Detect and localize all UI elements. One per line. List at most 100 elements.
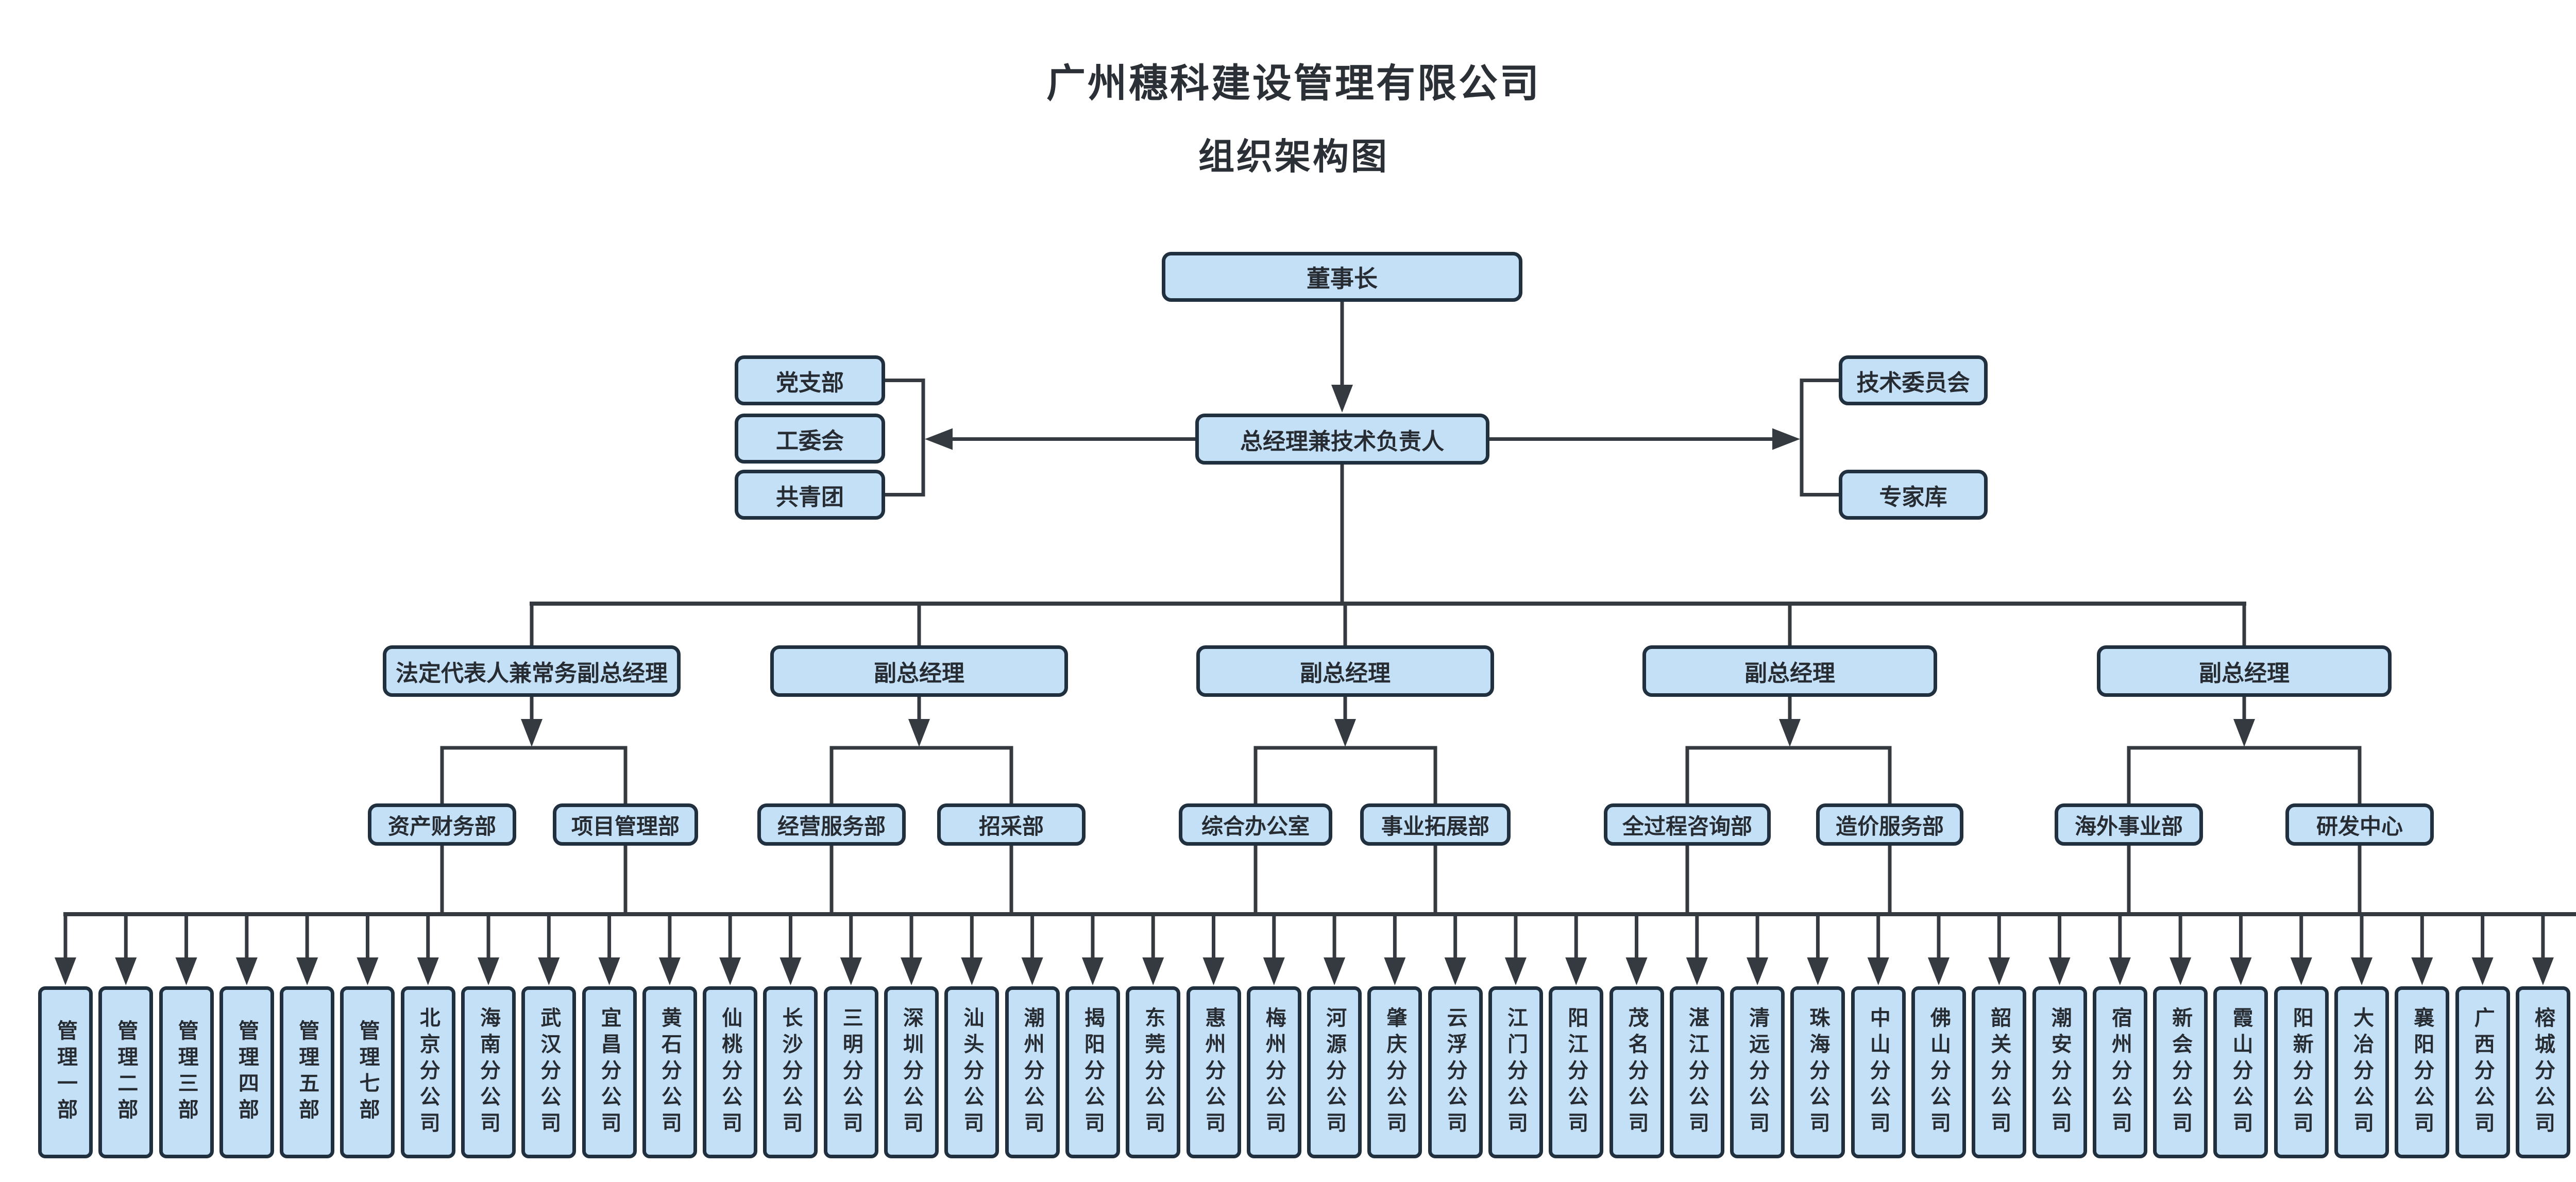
node-unit-26-label: 茂名分公司 — [1625, 1006, 1648, 1138]
node-unit-39-label: 襄阳分公司 — [2411, 1006, 2434, 1138]
node-dept-0: 资产财务部 — [368, 803, 516, 846]
node-general-manager-label: 总经理兼技术负责人 — [1240, 429, 1444, 454]
node-unit-1: 管理二部 — [98, 986, 154, 1158]
node-unit-3-label: 管理四部 — [235, 1020, 258, 1125]
node-left-group-0-label: 党支部 — [776, 370, 844, 396]
node-unit-40: 广西分公司 — [2455, 986, 2510, 1158]
node-branch-1-label: 副总经理 — [874, 661, 964, 686]
node-unit-19-label: 惠州分公司 — [1202, 1006, 1225, 1138]
arrow-down-icon — [2170, 957, 2192, 985]
node-unit-19: 惠州分公司 — [1186, 986, 1241, 1158]
arrow-down-icon — [719, 957, 741, 985]
arrow-down-icon — [296, 957, 318, 985]
node-unit-17-label: 揭阳分公司 — [1081, 1006, 1104, 1138]
node-general-manager: 总经理兼技术负责人 — [1195, 414, 1489, 465]
node-unit-4-label: 管理五部 — [296, 1020, 319, 1125]
node-unit-25: 阳江分公司 — [1549, 986, 1604, 1158]
node-unit-41: 榕城分公司 — [2515, 986, 2570, 1158]
node-unit-23: 云浮分公司 — [1428, 986, 1483, 1158]
node-unit-37-label: 阳新分公司 — [2290, 1006, 2313, 1138]
node-dept-4-label: 综合办公室 — [1201, 814, 1310, 838]
node-unit-13-label: 三明分公司 — [839, 1006, 862, 1138]
node-unit-11: 仙桃分公司 — [703, 986, 758, 1158]
node-dept-5-label: 事业拓展部 — [1381, 814, 1489, 838]
arrow-down-icon — [1504, 957, 1527, 985]
node-unit-39: 襄阳分公司 — [2395, 986, 2450, 1158]
arrow-down-icon — [901, 957, 923, 985]
node-left-group-0: 党支部 — [735, 355, 885, 405]
node-unit-33: 潮安分公司 — [2032, 986, 2087, 1158]
node-branch-3: 副总经理 — [1642, 645, 1937, 697]
node-left-group-2-label: 共青团 — [776, 484, 844, 510]
node-unit-28-label: 清远分公司 — [1746, 1006, 1769, 1138]
arrow-down-icon — [2532, 957, 2554, 985]
node-unit-41-label: 榕城分公司 — [2531, 1006, 2554, 1138]
node-unit-16: 潮州分公司 — [1005, 986, 1060, 1158]
arrow-down-icon — [1747, 957, 1769, 985]
arrow-down-icon — [908, 719, 930, 747]
node-unit-32: 韶关分公司 — [1972, 986, 2027, 1158]
node-dept-6: 全过程咨询部 — [1604, 803, 1771, 846]
node-unit-2-label: 管理三部 — [175, 1020, 198, 1125]
arrow-down-icon — [538, 957, 560, 985]
node-unit-10-label: 黄石分公司 — [658, 1006, 681, 1138]
node-left-group-2: 共青团 — [735, 470, 885, 520]
arrow-down-icon — [175, 957, 197, 985]
node-branch-3-label: 副总经理 — [1744, 661, 1835, 686]
node-unit-27-label: 湛江分公司 — [1685, 1006, 1708, 1138]
node-dept-1-label: 项目管理部 — [571, 814, 680, 838]
node-chairman-label: 董事长 — [1307, 265, 1378, 292]
node-unit-17: 揭阳分公司 — [1065, 986, 1120, 1158]
node-unit-30: 中山分公司 — [1851, 986, 1906, 1158]
arrow-down-icon — [357, 957, 379, 985]
node-dept-2-label: 经营服务部 — [777, 814, 886, 838]
arrow-down-icon — [1081, 957, 1104, 985]
node-dept-8-label: 海外事业部 — [2074, 814, 2183, 838]
arrow-down-icon — [1021, 957, 1043, 985]
arrow-down-icon — [235, 957, 258, 985]
arrow-down-icon — [2351, 957, 2373, 985]
node-unit-34-label: 宿州分公司 — [2108, 1006, 2131, 1138]
arrow-down-icon — [55, 957, 76, 985]
node-unit-9: 宜昌分公司 — [582, 986, 637, 1158]
arrow-down-icon — [1444, 957, 1466, 985]
arrow-down-icon — [417, 957, 439, 985]
node-branch-4: 副总经理 — [2097, 645, 2392, 697]
node-right-group-0: 技术委员会 — [1839, 355, 1988, 405]
node-unit-20: 梅州分公司 — [1246, 986, 1301, 1158]
arrow-down-icon — [1625, 957, 1648, 985]
node-left-group-1-label: 工委会 — [776, 428, 844, 454]
arrow-down-icon — [598, 957, 620, 985]
arrow-down-icon — [1686, 957, 1708, 985]
arrow-down-icon — [2411, 957, 2433, 985]
node-dept-2: 经营服务部 — [757, 803, 906, 846]
node-unit-32-label: 韶关分公司 — [1988, 1006, 2011, 1138]
arrow-down-icon — [1263, 957, 1285, 985]
node-unit-0: 管理一部 — [38, 986, 93, 1158]
arrow-down-icon — [115, 957, 137, 985]
company-title: 广州穗科建设管理有限公司 — [1046, 62, 1541, 106]
node-dept-3: 招采部 — [937, 803, 1086, 846]
node-branch-2: 副总经理 — [1196, 645, 1494, 697]
arrow-down-icon — [840, 957, 862, 985]
node-unit-2: 管理三部 — [159, 986, 214, 1158]
arrow-left-icon — [925, 428, 953, 450]
node-unit-20-label: 梅州分公司 — [1262, 1006, 1285, 1138]
arrow-down-icon — [521, 719, 543, 747]
node-left-group-1: 工委会 — [735, 414, 885, 464]
node-unit-23-label: 云浮分公司 — [1444, 1006, 1467, 1138]
node-unit-22: 肇庆分公司 — [1367, 986, 1422, 1158]
node-unit-28: 清远分公司 — [1730, 986, 1785, 1158]
node-dept-3-label: 招采部 — [978, 814, 1044, 838]
node-dept-6-label: 全过程咨询部 — [1622, 814, 1752, 838]
node-dept-1: 项目管理部 — [553, 803, 698, 846]
node-unit-29: 珠海分公司 — [1790, 986, 1845, 1158]
node-unit-36: 霞山分公司 — [2213, 986, 2268, 1158]
arrow-down-icon — [2109, 957, 2131, 985]
arrow-down-icon — [658, 957, 681, 985]
node-unit-1-label: 管理二部 — [114, 1020, 138, 1125]
node-unit-21-label: 河源分公司 — [1323, 1006, 1346, 1138]
node-unit-22-label: 肇庆分公司 — [1383, 1006, 1406, 1138]
node-branch-4-label: 副总经理 — [2199, 661, 2290, 686]
node-unit-4: 管理五部 — [280, 986, 335, 1158]
